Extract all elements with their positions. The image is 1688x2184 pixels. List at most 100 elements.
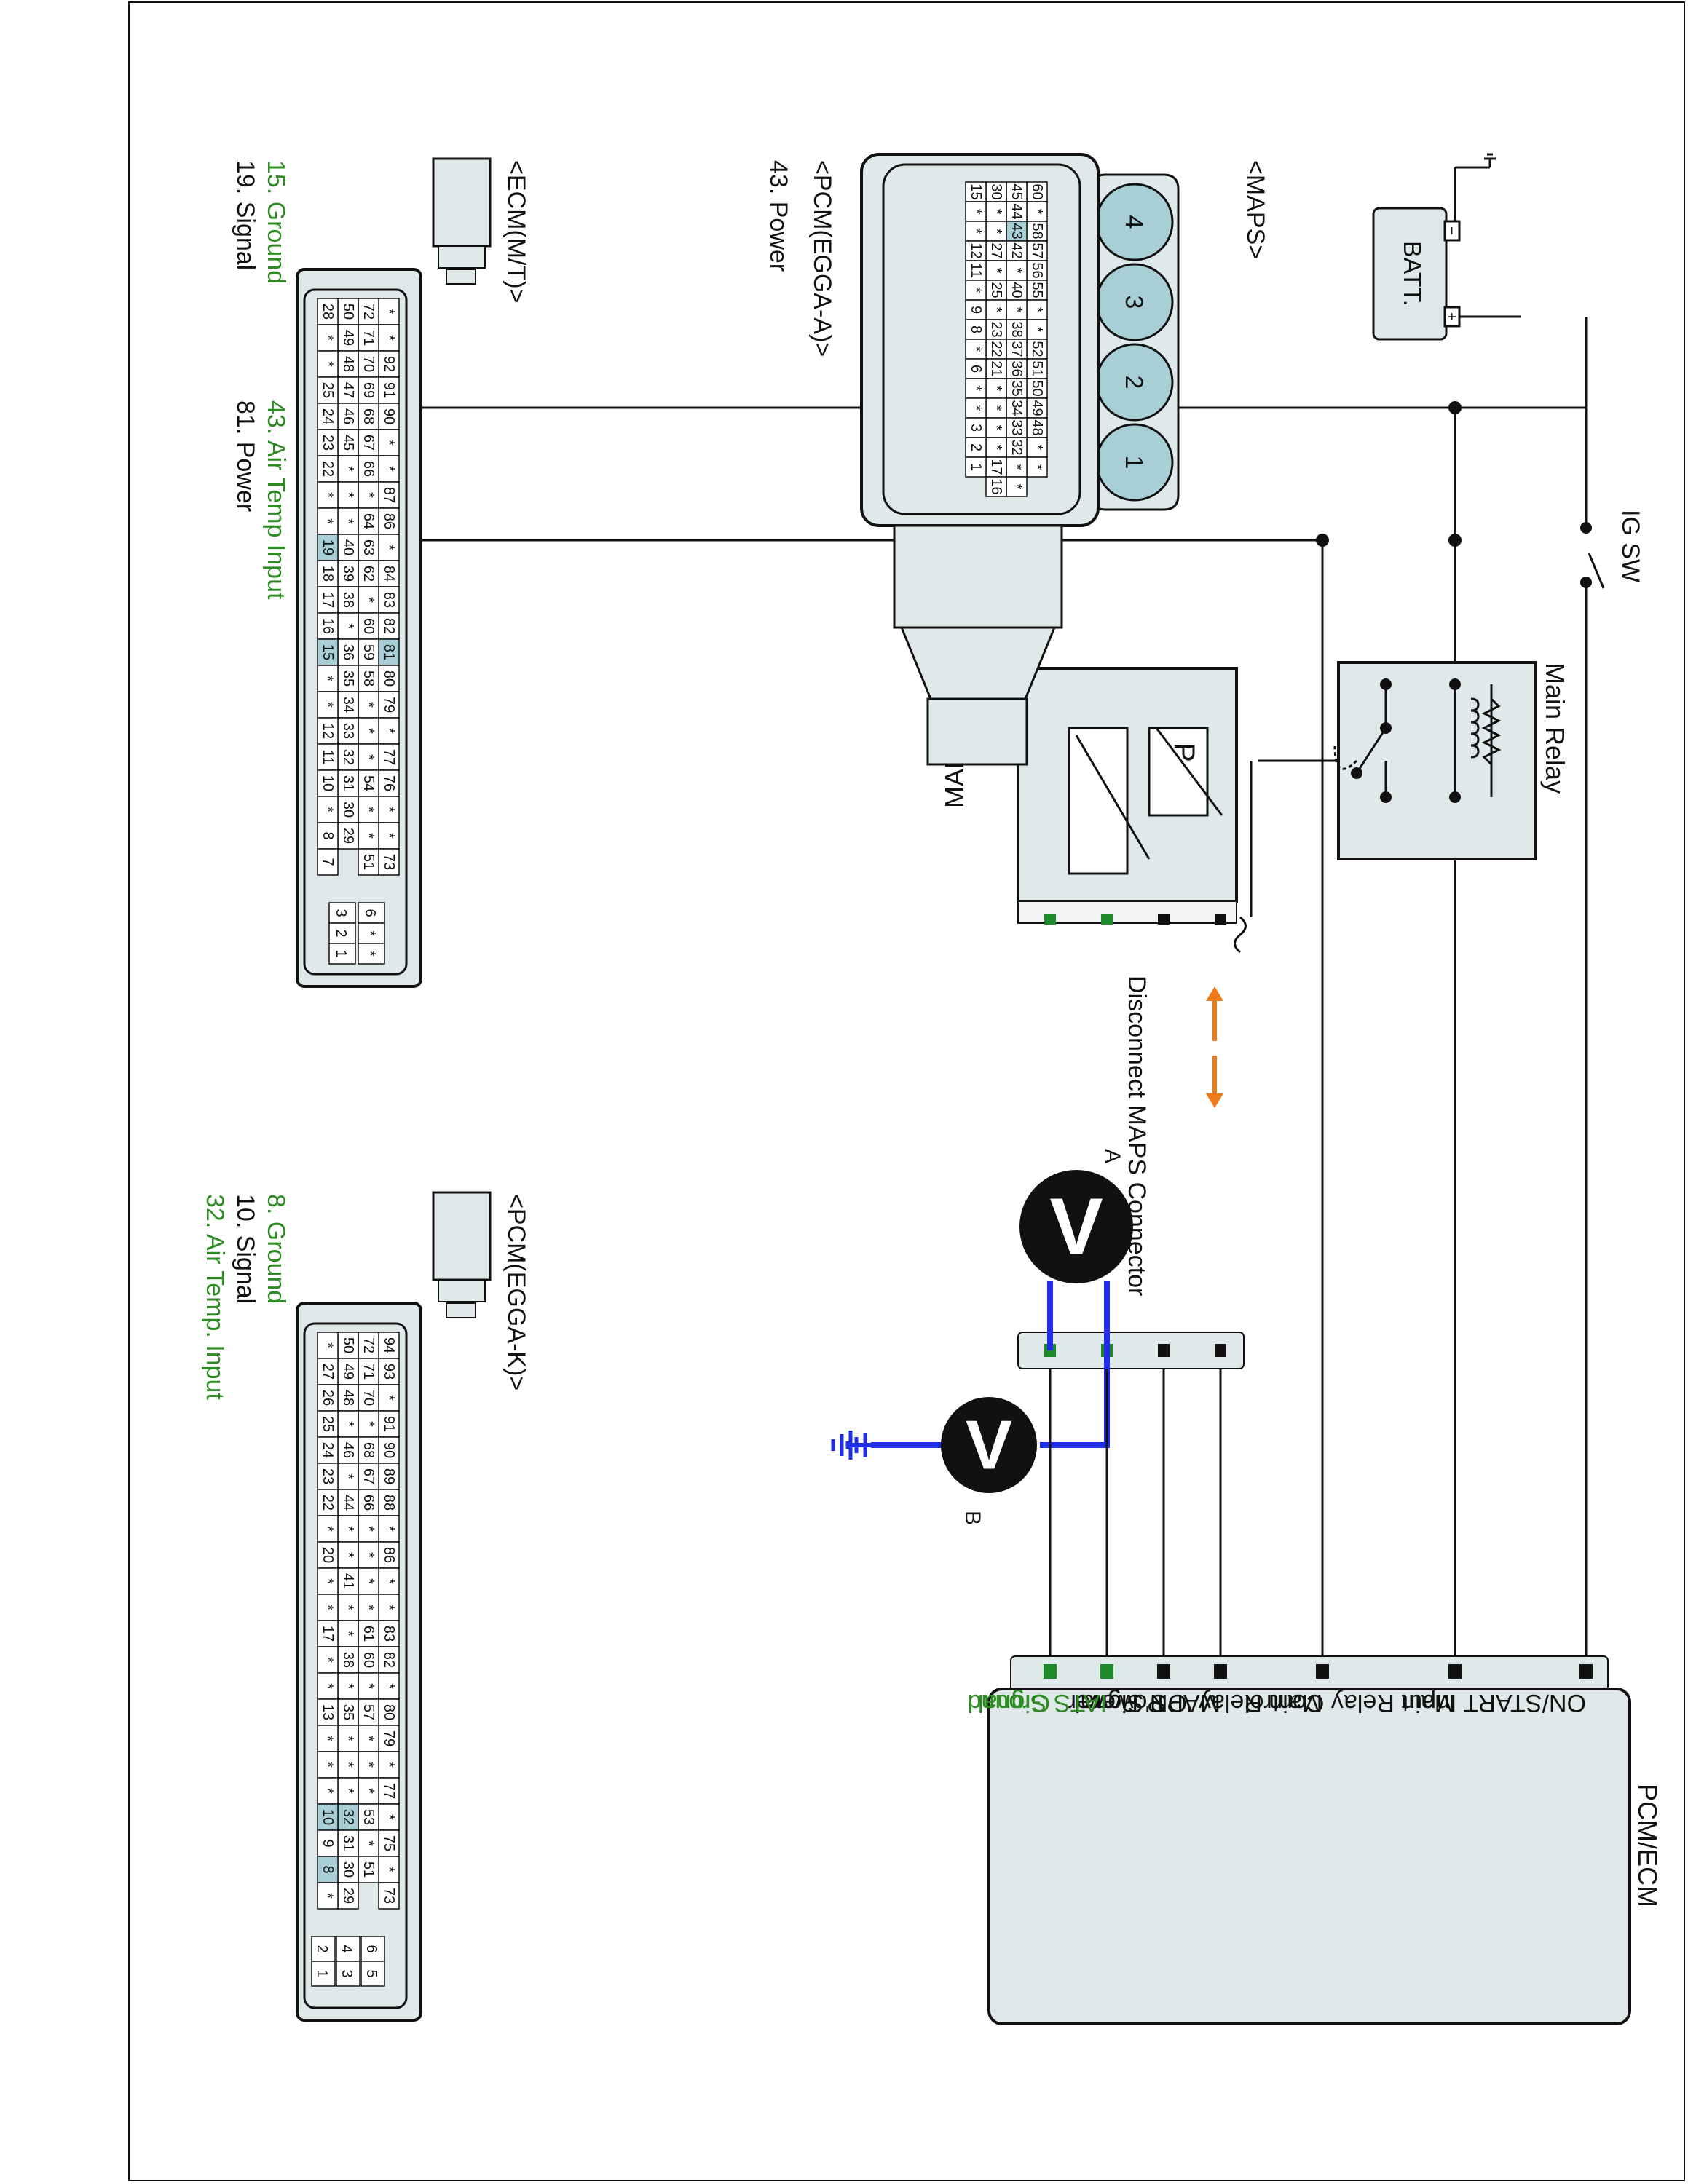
connector-pin-label: 71 — [360, 1364, 376, 1380]
connector-pin-label: * — [1009, 464, 1025, 470]
connector-pin-label: * — [1009, 484, 1025, 490]
page-frame — [128, 1, 1685, 2181]
connector-pin-label: * — [381, 833, 397, 839]
connector-pin-label: 34 — [1009, 400, 1025, 416]
connector-pin-label: * — [360, 728, 376, 734]
ecm-terminal-pin — [1044, 1664, 1057, 1679]
connector-pin-label: * — [1029, 445, 1045, 451]
ecm-terminal-pin — [1214, 1664, 1227, 1679]
connector-pin-label: * — [381, 440, 397, 446]
connector-pin-label: 80 — [381, 1704, 397, 1720]
connector-pin-label: * — [360, 702, 376, 708]
connector-pin-label: 90 — [381, 408, 397, 424]
connector-pin-label: * — [320, 361, 336, 367]
connector-pin-label: 33 — [1009, 419, 1025, 435]
connector-pin-label: 10 — [320, 1809, 336, 1825]
connector-pin-label: 67 — [360, 435, 376, 451]
connector-pin-label: 18 — [320, 566, 336, 582]
connector-pin-label: 51 — [360, 1861, 376, 1878]
maps-pin-number: 1 — [1120, 456, 1148, 470]
connector-pin-label: 48 — [340, 1390, 356, 1406]
main-relay-label: Main Relay — [1540, 662, 1570, 794]
connector-pin-label: 33 — [340, 723, 356, 739]
meter-a-label: A — [1100, 1149, 1124, 1163]
connector-pin-label: 24 — [320, 408, 336, 424]
connector-pin-label: 38 — [340, 592, 356, 608]
connector-pin-label: 16 — [988, 478, 1004, 494]
connector-pin-label: 7 — [320, 858, 336, 866]
connector-pin-label: 87 — [381, 487, 397, 503]
connector-pin-label: 35 — [340, 1704, 356, 1720]
connector-pin-label: 11 — [968, 263, 984, 278]
connector-pin-label: * — [381, 1605, 397, 1610]
connector-pin-label: * — [320, 1762, 336, 1768]
connector-pin-label: 9 — [320, 1839, 336, 1847]
connector-pin-label: 19 — [320, 539, 336, 555]
connector-pin-label: * — [360, 1526, 376, 1532]
maps-pressure-symbol: P — [1168, 743, 1200, 762]
connector-pin-label: * — [1029, 464, 1045, 470]
connector-pin-label: * — [340, 1552, 356, 1558]
meter-b: V B — [831, 1397, 1037, 1525]
aux-pin-label: 5 — [363, 1969, 379, 1977]
connector-pin-label: 75 — [381, 1835, 397, 1851]
connector-pin-label: 34 — [340, 697, 356, 713]
connector-pin-label: 60 — [360, 618, 376, 634]
connector-pin-label: * — [968, 386, 984, 392]
ecm-mt-legend-item: 81. Power — [232, 400, 259, 512]
connector-pin-label: 29 — [340, 1888, 356, 1904]
ecm-mt-title: <ECM(M/T)> — [502, 160, 530, 303]
connector-pin-label: * — [988, 445, 1004, 451]
connector-pin-label: 73 — [381, 1888, 397, 1904]
ecm-mt-legend-item: 43. Air Temp Input — [262, 400, 290, 600]
connector-pin-label: 47 — [340, 382, 356, 398]
connector-pin-label: 45 — [340, 435, 356, 451]
connector-pin-label: 13 — [320, 1704, 336, 1720]
connector-pin-label: 81 — [381, 644, 397, 660]
connector-pin-label: * — [320, 1788, 336, 1794]
ecm-mt-legend-item: 19. Signal — [232, 160, 259, 270]
connector-pin-label: 27 — [988, 242, 1004, 258]
connector-pin-label: 31 — [340, 1835, 356, 1851]
connector-pin-label: 58 — [1029, 223, 1045, 239]
connector-pin-label: * — [340, 1762, 356, 1768]
connector-pin-cell — [965, 456, 987, 478]
connector-pin-label: 26 — [320, 1390, 336, 1406]
connector-pin-label: * — [320, 1342, 336, 1348]
connector-pin-label: 72 — [360, 1337, 376, 1353]
connector-pin-label: 60 — [360, 1652, 376, 1668]
connector-pin-label: * — [1029, 307, 1045, 313]
connector-pin-label: 82 — [381, 1652, 397, 1668]
connector-pin-label: 43 — [1009, 223, 1025, 239]
connector-pin-label: 56 — [1029, 262, 1045, 278]
ecm-terminal-pin — [1100, 1664, 1113, 1679]
connector-pin-label: * — [320, 1683, 336, 1689]
connector-pin-label: * — [340, 1605, 356, 1610]
connector-pin-label: * — [988, 405, 1004, 411]
connector-pin-label: 17 — [320, 592, 336, 608]
connector-pin-label: * — [988, 209, 1004, 215]
connector-pin-label: * — [1029, 327, 1045, 333]
connector-pin-label: 35 — [340, 670, 356, 687]
connector-pin-label: * — [381, 1683, 397, 1689]
connector-pin-label: * — [340, 623, 356, 629]
connector-pin-label: * — [320, 1893, 336, 1899]
connector-pin-label: 23 — [320, 435, 336, 451]
connector-pin-label: 12 — [320, 723, 336, 739]
ecm-terminal-pin — [1579, 1664, 1593, 1679]
aux-pin-label: 2 — [333, 929, 349, 937]
connector-pin-label: 8 — [320, 831, 336, 839]
connector-pin-label: 27 — [320, 1364, 336, 1380]
connector-pin-label: * — [320, 1578, 336, 1584]
connector-pin-label: * — [340, 1631, 356, 1637]
connector-pin-label: 8 — [320, 1865, 336, 1873]
connector-pin-label: 67 — [360, 1468, 376, 1484]
connector-pin-label: 30 — [340, 1861, 356, 1878]
connector-pin-label: 1 — [968, 463, 984, 471]
connector-pin-label: 58 — [360, 670, 376, 687]
aux-pin-label: * — [362, 930, 378, 936]
connector-pin-label: * — [968, 209, 984, 215]
connector-pin-label: * — [360, 1683, 376, 1689]
